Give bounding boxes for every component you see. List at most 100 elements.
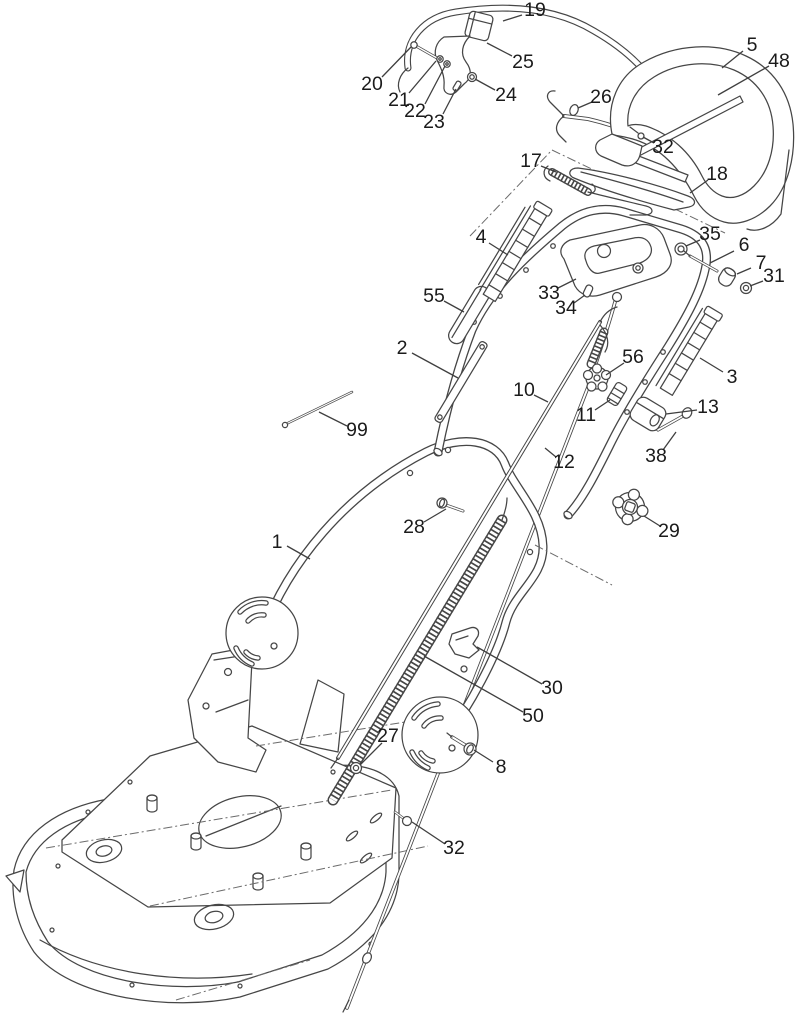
- pin-20: [410, 41, 439, 60]
- bolt-28: [436, 497, 465, 513]
- handle-mount-bracket: [187, 647, 267, 773]
- tension-spring-17: [543, 165, 653, 216]
- callout-label: 20: [361, 73, 383, 95]
- callout-8: 8: [473, 749, 506, 778]
- rod-6: [683, 250, 719, 273]
- leader-line: [577, 101, 593, 109]
- leader-line: [474, 78, 496, 91]
- handle-mount: [595, 133, 643, 167]
- washer-22: [443, 60, 451, 68]
- callout-2: 2: [397, 337, 459, 379]
- callout-18: 18: [689, 163, 728, 194]
- callout-10: 10: [513, 379, 549, 403]
- callout-label: 5: [747, 34, 758, 56]
- callout-label: 38: [645, 445, 667, 467]
- leader-line: [736, 267, 752, 275]
- callout-7: 7: [736, 252, 766, 275]
- nut-31: [739, 281, 753, 295]
- callout-25: 25: [486, 42, 534, 73]
- leader-line: [717, 65, 770, 96]
- blade-shaft-opening: [198, 795, 282, 849]
- leader-line: [423, 655, 524, 713]
- callout-label: 32: [652, 136, 674, 158]
- leader-line: [286, 545, 311, 560]
- callout-label: 21: [388, 89, 410, 111]
- callout-label: 3: [727, 366, 738, 388]
- pivot-disc-right: [401, 696, 479, 774]
- upper-handle-5: [595, 46, 795, 231]
- leader-line: [502, 14, 523, 22]
- callout-label: 23: [423, 111, 445, 133]
- leader-line: [665, 409, 698, 415]
- callout-label: 50: [522, 705, 544, 727]
- cable-barrel-11: [606, 381, 628, 407]
- height-rack-right-3: [655, 305, 723, 396]
- callout-label: 99: [346, 419, 368, 441]
- deck-rear-support: [299, 679, 345, 753]
- leader-line: [442, 88, 457, 115]
- leader-line: [643, 515, 661, 527]
- callout-label: 6: [739, 234, 750, 256]
- leader-line: [408, 60, 437, 94]
- callout-label: 32: [443, 837, 465, 859]
- bolt-8: [446, 732, 477, 756]
- leader-line: [721, 50, 744, 69]
- callout-label: 31: [763, 265, 785, 287]
- pin-23: [452, 80, 462, 92]
- leader-line: [476, 646, 543, 685]
- phantom-centerlines: [469, 149, 726, 237]
- washer-21: [436, 55, 444, 63]
- callout-27: 27: [359, 725, 399, 766]
- brake-cable-12: [342, 291, 623, 1013]
- pin-34: [582, 284, 594, 298]
- leader-line: [699, 357, 724, 373]
- cap-7: [717, 267, 737, 287]
- leader-line: [488, 242, 509, 256]
- callout-17: 17: [520, 150, 557, 173]
- callout-3: 3: [699, 357, 738, 388]
- callout-50: 50: [423, 655, 544, 727]
- rods-and-conduit: [281, 306, 618, 800]
- leader-line: [605, 362, 625, 376]
- height-rack-left-4: [477, 200, 553, 303]
- callout-33: 33: [538, 278, 577, 304]
- callout-4: 4: [476, 226, 509, 256]
- leader-line: [411, 352, 459, 379]
- callout-label: 13: [697, 396, 719, 418]
- clip-26: [569, 104, 579, 116]
- callout-19: 19: [502, 0, 546, 22]
- callout-12: 12: [544, 447, 575, 473]
- callout-35: 35: [685, 223, 721, 247]
- leader-line: [540, 165, 557, 173]
- leader-line: [359, 742, 383, 766]
- callout-99: 99: [318, 411, 368, 441]
- leader-line: [533, 394, 549, 403]
- callout-label: 2: [397, 337, 408, 359]
- leader-line: [749, 280, 764, 287]
- lower-handle-1: [225, 442, 543, 774]
- nut-27: [349, 761, 363, 775]
- leader-line: [642, 136, 655, 144]
- leader-line: [689, 179, 709, 194]
- mower-deck: [5, 647, 431, 1004]
- callout-label: 48: [768, 50, 790, 72]
- callout-label: 19: [524, 0, 546, 21]
- leader-line: [486, 42, 513, 57]
- cable-z-wire: [546, 90, 567, 143]
- callout-5: 5: [721, 34, 758, 69]
- leader-line: [318, 411, 348, 427]
- callout-label: 1: [272, 531, 283, 553]
- callout-label: 34: [555, 297, 577, 319]
- callout-48: 48: [717, 50, 790, 96]
- callout-29: 29: [643, 515, 680, 542]
- deck-top-plate: [61, 725, 397, 908]
- callout-label: 25: [512, 51, 534, 73]
- callout-20: 20: [361, 46, 412, 95]
- hardware-mid: [349, 242, 753, 827]
- handle-housing-33: [560, 223, 672, 298]
- leader-line: [424, 65, 446, 105]
- deck-front-tab: [5, 869, 25, 893]
- callout-38: 38: [645, 431, 677, 467]
